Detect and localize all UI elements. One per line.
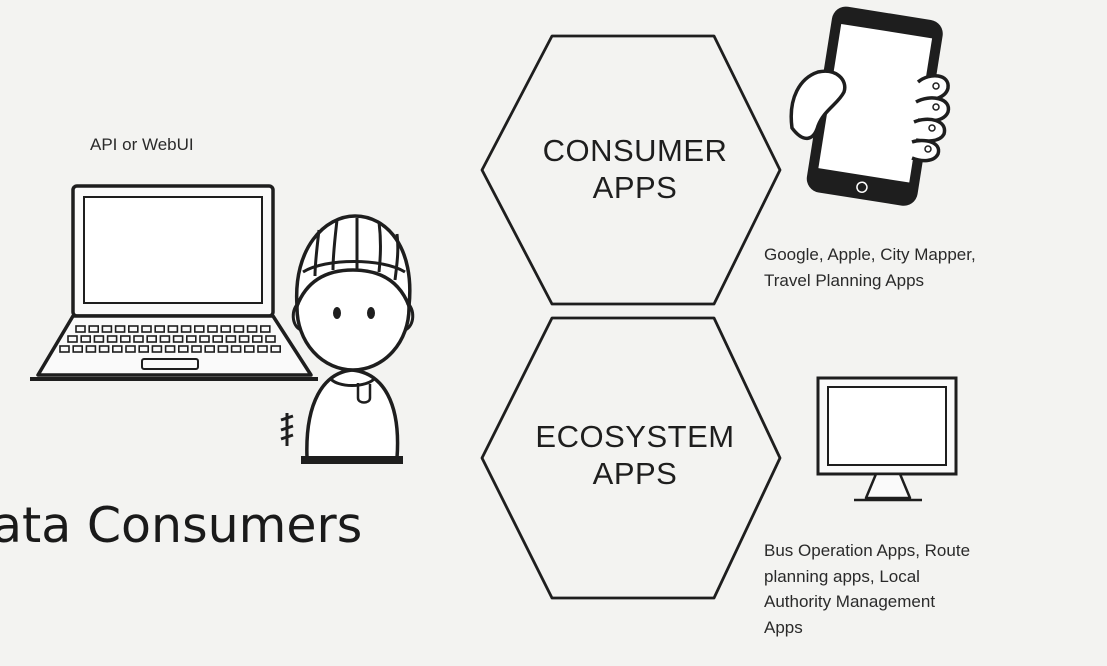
laptop-key: [233, 325, 245, 333]
ecosystem-apps-desc-line3: Authority Management: [764, 592, 936, 611]
ecosystem-apps-line1: ECOSYSTEM: [535, 419, 735, 454]
laptop-key: [114, 325, 126, 333]
data-consumers-title: ata Consumers: [0, 497, 363, 554]
laptop-key: [67, 335, 78, 343]
laptop-key: [167, 325, 179, 333]
api-or-webui-caption: API or WebUI: [90, 135, 194, 154]
laptop-key: [194, 325, 205, 333]
laptop-key: [101, 325, 113, 333]
consumer-apps-label: CONSUMER APPS: [470, 132, 800, 206]
consumer-apps-desc-line1: Google, Apple, City Mapper,: [764, 245, 976, 264]
laptop-key: [257, 345, 268, 353]
laptop-key: [191, 345, 202, 353]
smartphone-in-hand-icon: [789, 6, 951, 206]
laptop-key: [186, 335, 197, 343]
consumer-apps-hexagon: [480, 34, 782, 306]
laptop-key: [141, 325, 152, 333]
laptop-key: [93, 335, 105, 343]
laptop-key: [220, 325, 231, 333]
consumer-apps-line1: CONSUMER: [542, 133, 728, 168]
laptop-key: [146, 335, 157, 343]
consumer-apps-desc-line2: Travel Planning Apps: [764, 270, 925, 290]
laptop-key: [265, 335, 276, 343]
laptop-key: [217, 345, 229, 353]
laptop-key: [246, 325, 258, 333]
laptop-key: [252, 335, 263, 343]
hexagon-shapes: [480, 34, 782, 600]
laptop-key: [238, 335, 250, 343]
laptop-key: [120, 335, 131, 343]
laptop-key: [88, 325, 99, 333]
ecosystem-apps-description: Bus Operation Apps, Route planning apps,…: [764, 538, 970, 640]
consumer-apps-line2: APPS: [592, 170, 678, 206]
laptop-key: [164, 345, 176, 353]
laptop-key: [112, 345, 123, 353]
laptop-key: [128, 325, 139, 333]
laptop-key: [154, 325, 165, 333]
laptop-key: [75, 325, 86, 333]
laptop-key: [180, 325, 192, 333]
desktop-monitor-icon: [816, 376, 958, 502]
laptop-key: [212, 335, 223, 343]
laptop-key: [106, 335, 118, 343]
laptop-key: [204, 345, 215, 353]
laptop-key: [260, 325, 271, 333]
ecosystem-apps-line2: APPS: [592, 456, 678, 492]
consumer-apps-description: Google, Apple, City Mapper, Travel Plann…: [764, 242, 976, 293]
laptop-key: [125, 345, 136, 353]
laptop-key: [133, 335, 144, 343]
ecosystem-apps-label: ECOSYSTEM APPS: [470, 418, 800, 492]
laptop-key: [178, 345, 189, 353]
laptop-key: [172, 335, 184, 343]
laptop-key: [199, 335, 210, 343]
laptop-key: [85, 345, 97, 353]
cyclist-icon: [280, 214, 415, 464]
laptop-icon: [30, 184, 318, 381]
ecosystem-apps-desc-line2: planning apps, Local: [764, 566, 920, 586]
ecosystem-apps-hexagon: [480, 316, 782, 600]
laptop-key: [270, 345, 281, 353]
ecosystem-apps-desc-line4: Apps: [764, 617, 803, 637]
laptop-key: [80, 335, 92, 343]
laptop-key: [207, 325, 218, 333]
laptop-key: [59, 345, 70, 353]
laptop-key: [230, 345, 242, 353]
laptop-key: [225, 335, 237, 343]
laptop-key: [72, 345, 84, 353]
laptop-key: [159, 335, 171, 343]
laptop-key: [138, 345, 149, 353]
laptop-key: [244, 345, 255, 353]
laptop-key: [98, 345, 110, 353]
ecosystem-apps-desc-line1: Bus Operation Apps, Route: [764, 541, 971, 560]
laptop-key: [151, 345, 163, 353]
